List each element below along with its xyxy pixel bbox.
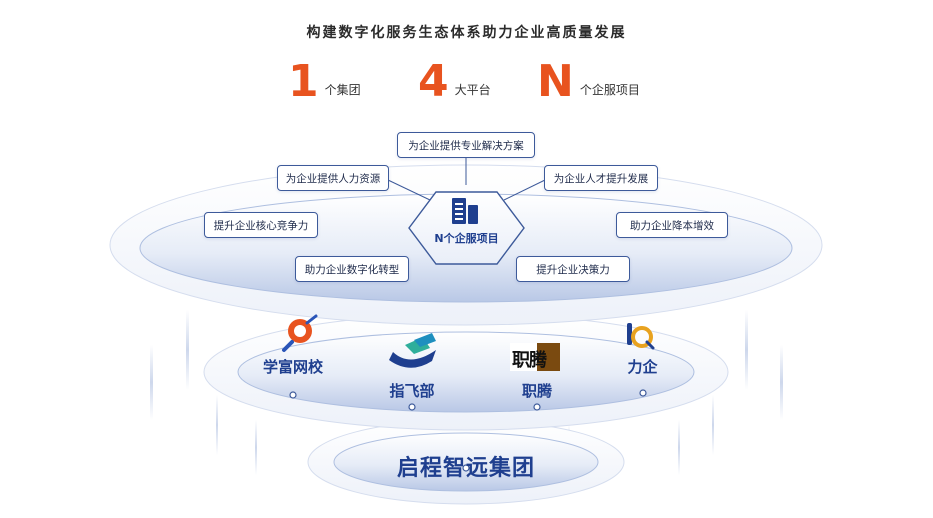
center-hexagon	[408, 191, 525, 265]
stat-projects: N 个企服项目	[537, 56, 640, 107]
platform-name: 力企	[627, 358, 658, 376]
stat-label: 大平台	[454, 83, 491, 97]
stat-number: 1	[288, 56, 319, 107]
platform-name: 职腾	[521, 382, 552, 400]
page-title: 构建数字化服务生态体系助力企业高质量发展	[306, 25, 627, 41]
service-tag: 助力企业降本增效	[616, 212, 728, 238]
service-tag: 为企业人才提升发展	[544, 165, 658, 191]
stat-number: 4	[418, 56, 449, 107]
service-tag: 为企业提供人力资源	[277, 165, 389, 191]
service-tag: 提升企业决策力	[516, 256, 630, 282]
service-tag: 为企业提供专业解决方案	[397, 132, 535, 158]
stat-number: N	[537, 56, 574, 107]
zhiteng-logo-text: 职腾	[512, 350, 547, 371]
zhiteng-logo-icon	[510, 343, 560, 371]
stat-label: 个企服项目	[579, 83, 640, 97]
service-tag: 提升企业核心竞争力	[204, 212, 318, 238]
liqi-logo-icon	[627, 323, 655, 350]
platform-disc	[203, 313, 729, 431]
zhifei-logo-icon	[389, 333, 436, 368]
base-disc	[307, 419, 625, 505]
stat-group: 1 个集团	[288, 56, 361, 107]
platform-name: 指飞部	[389, 382, 435, 400]
service-tag: 助力企业数字化转型	[295, 256, 409, 282]
center-label: N个企服项目	[434, 232, 499, 245]
xuefu-logo-icon	[282, 314, 318, 352]
building-icon	[452, 198, 478, 224]
tag-connectors	[387, 158, 546, 201]
platform-name: 学富网校	[262, 358, 323, 376]
stat-label: 个集团	[324, 83, 361, 97]
stat-platform: 4 大平台	[418, 56, 491, 107]
group-label: 启程智远集团	[396, 456, 535, 481]
